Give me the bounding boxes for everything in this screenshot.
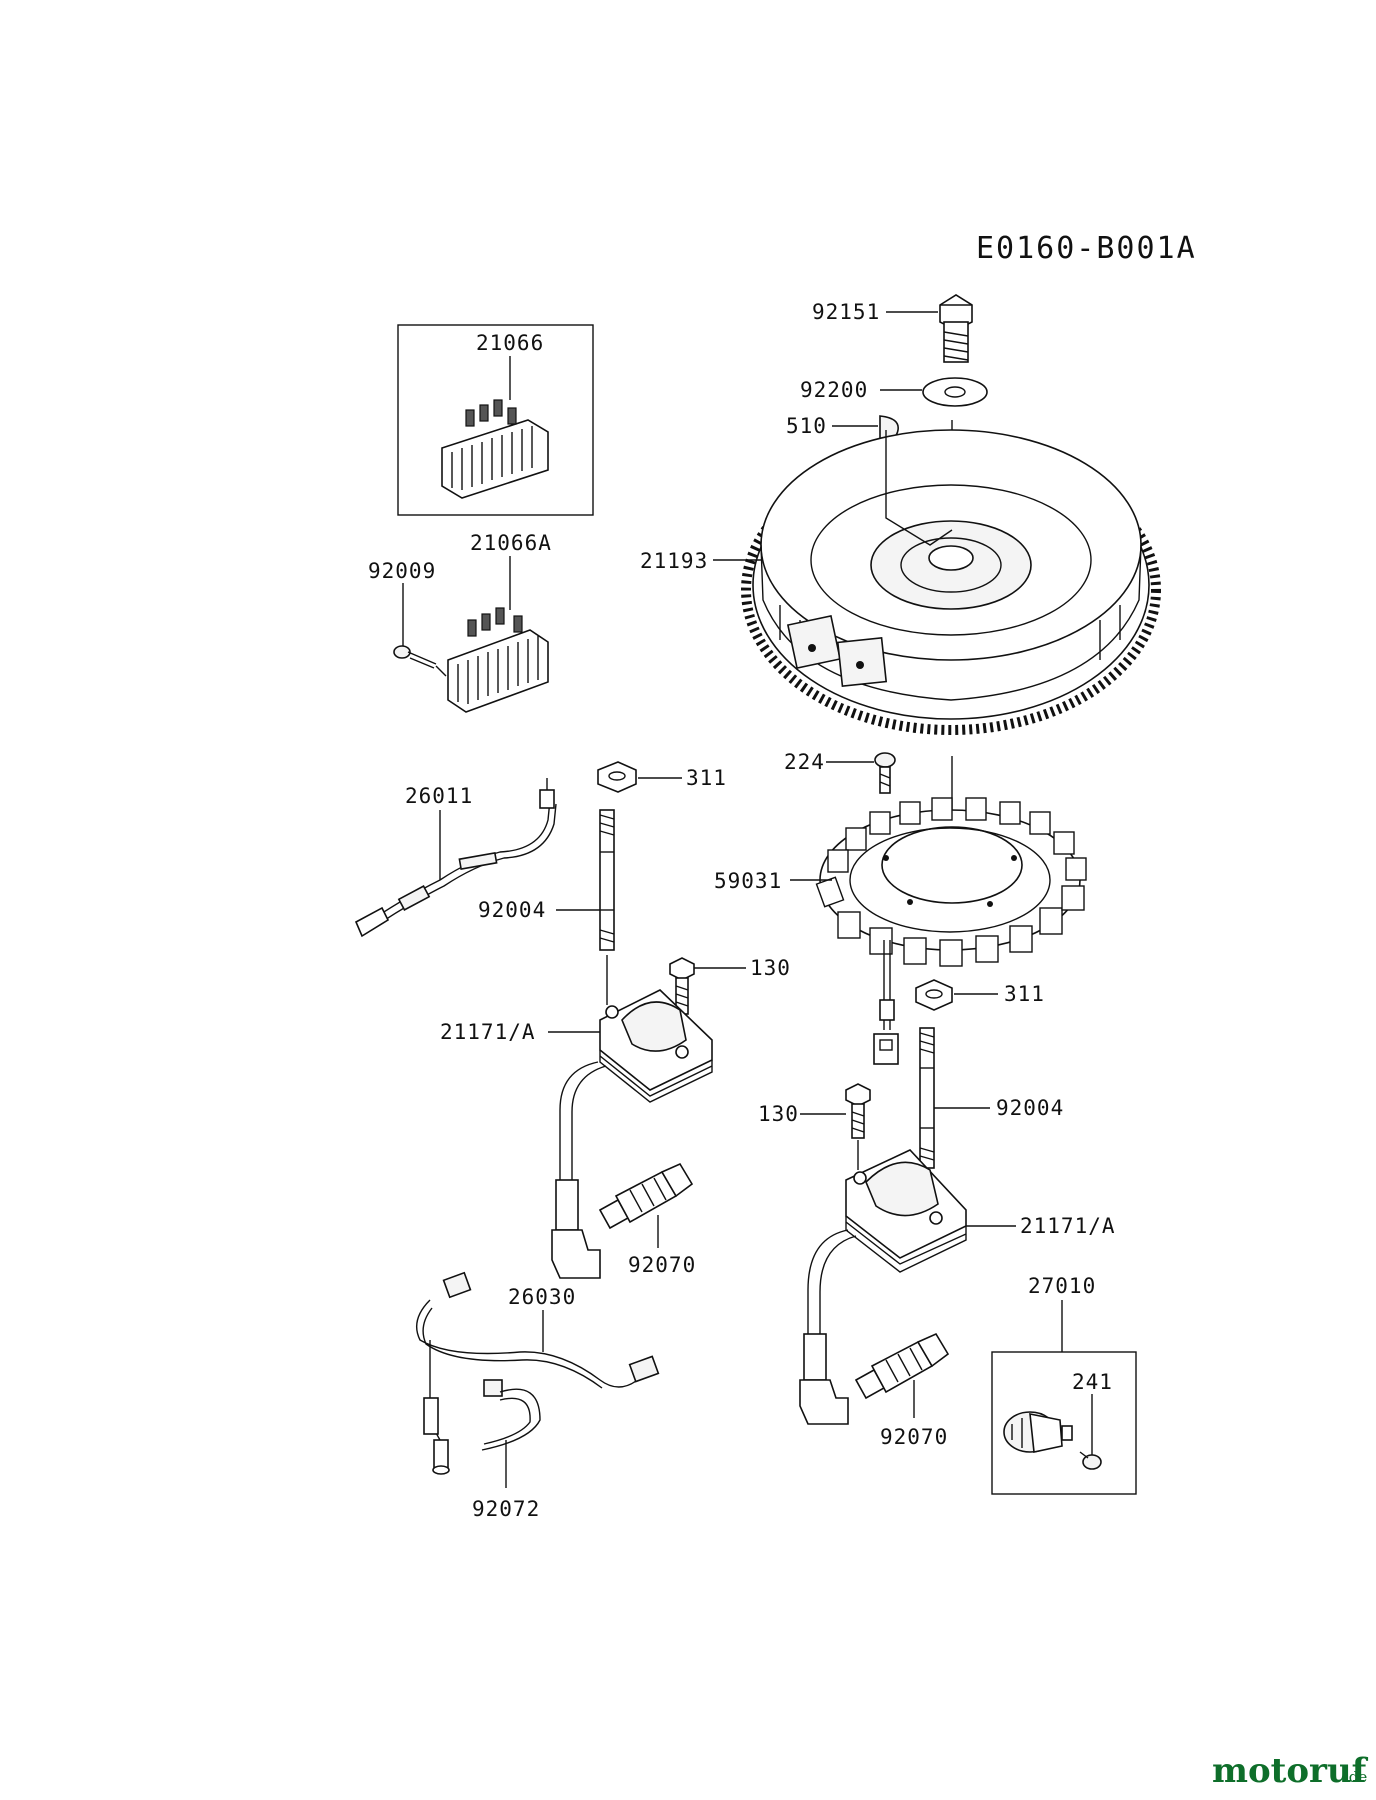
stud-92004-left <box>599 809 615 951</box>
label-241: 241 <box>1072 1370 1113 1394</box>
nut-311-upper <box>597 761 637 793</box>
label-130-right: 130 <box>758 1102 799 1126</box>
label-21193: 21193 <box>640 549 708 573</box>
box-21066 <box>397 324 594 516</box>
label-27010: 27010 <box>1028 1274 1096 1298</box>
label-26030: 26030 <box>508 1285 576 1309</box>
label-92072: 92072 <box>472 1497 540 1521</box>
ignition-coil-right <box>799 1149 967 1425</box>
oil-switch-27010 <box>1003 1411 1073 1453</box>
screw-92009 <box>393 645 437 669</box>
stud-92004-right <box>919 1027 935 1169</box>
watermark-name: motoruf <box>1212 1751 1369 1791</box>
label-92200: 92200 <box>800 378 868 402</box>
regulator-21066A <box>447 607 549 713</box>
bolt-92151 <box>939 294 973 363</box>
box-27010 <box>991 1351 1137 1495</box>
link-92009 <box>435 665 447 677</box>
label-510: 510 <box>786 414 827 438</box>
lead-wire-26011 <box>354 778 557 938</box>
regulator-21066 <box>441 399 549 499</box>
label-21066: 21066 <box>476 331 544 355</box>
label-26011: 26011 <box>405 784 473 808</box>
watermark-tld: .de <box>1344 1768 1367 1786</box>
label-92070-right: 92070 <box>880 1425 948 1449</box>
stator-59031 <box>815 797 1087 1065</box>
label-92009: 92009 <box>368 559 436 583</box>
spark-plug-right <box>854 1332 950 1400</box>
label-59031: 59031 <box>714 869 782 893</box>
label-92151: 92151 <box>812 300 880 324</box>
bolt-130-left <box>669 957 695 1015</box>
label-92004-left: 92004 <box>478 898 546 922</box>
label-311-lower: 311 <box>1004 982 1045 1006</box>
nut-311-lower <box>915 979 953 1011</box>
label-224: 224 <box>784 750 825 774</box>
label-130-left: 130 <box>750 956 791 980</box>
screw-224 <box>874 752 896 794</box>
flywheel-21193 <box>741 429 1161 735</box>
washer-92200 <box>922 377 988 407</box>
label-21171-left: 21171/A <box>440 1020 536 1044</box>
label-21066A: 21066A <box>470 531 552 555</box>
label-92070-left: 92070 <box>628 1253 696 1277</box>
label-21171-right: 21171/A <box>1020 1214 1116 1238</box>
screw-241 <box>1079 1451 1102 1470</box>
bolt-130-right <box>845 1083 871 1139</box>
clamp-92072 <box>481 1379 541 1451</box>
ignition-coil-left <box>551 989 713 1279</box>
label-311-upper: 311 <box>686 766 727 790</box>
harness-26030 <box>416 1271 660 1475</box>
label-92004-right: 92004 <box>996 1096 1064 1120</box>
spark-plug-left <box>598 1162 694 1230</box>
diagram-code: E0160-B001A <box>976 231 1197 266</box>
watermark-logo: motoruf .de <box>1212 1751 1369 1791</box>
